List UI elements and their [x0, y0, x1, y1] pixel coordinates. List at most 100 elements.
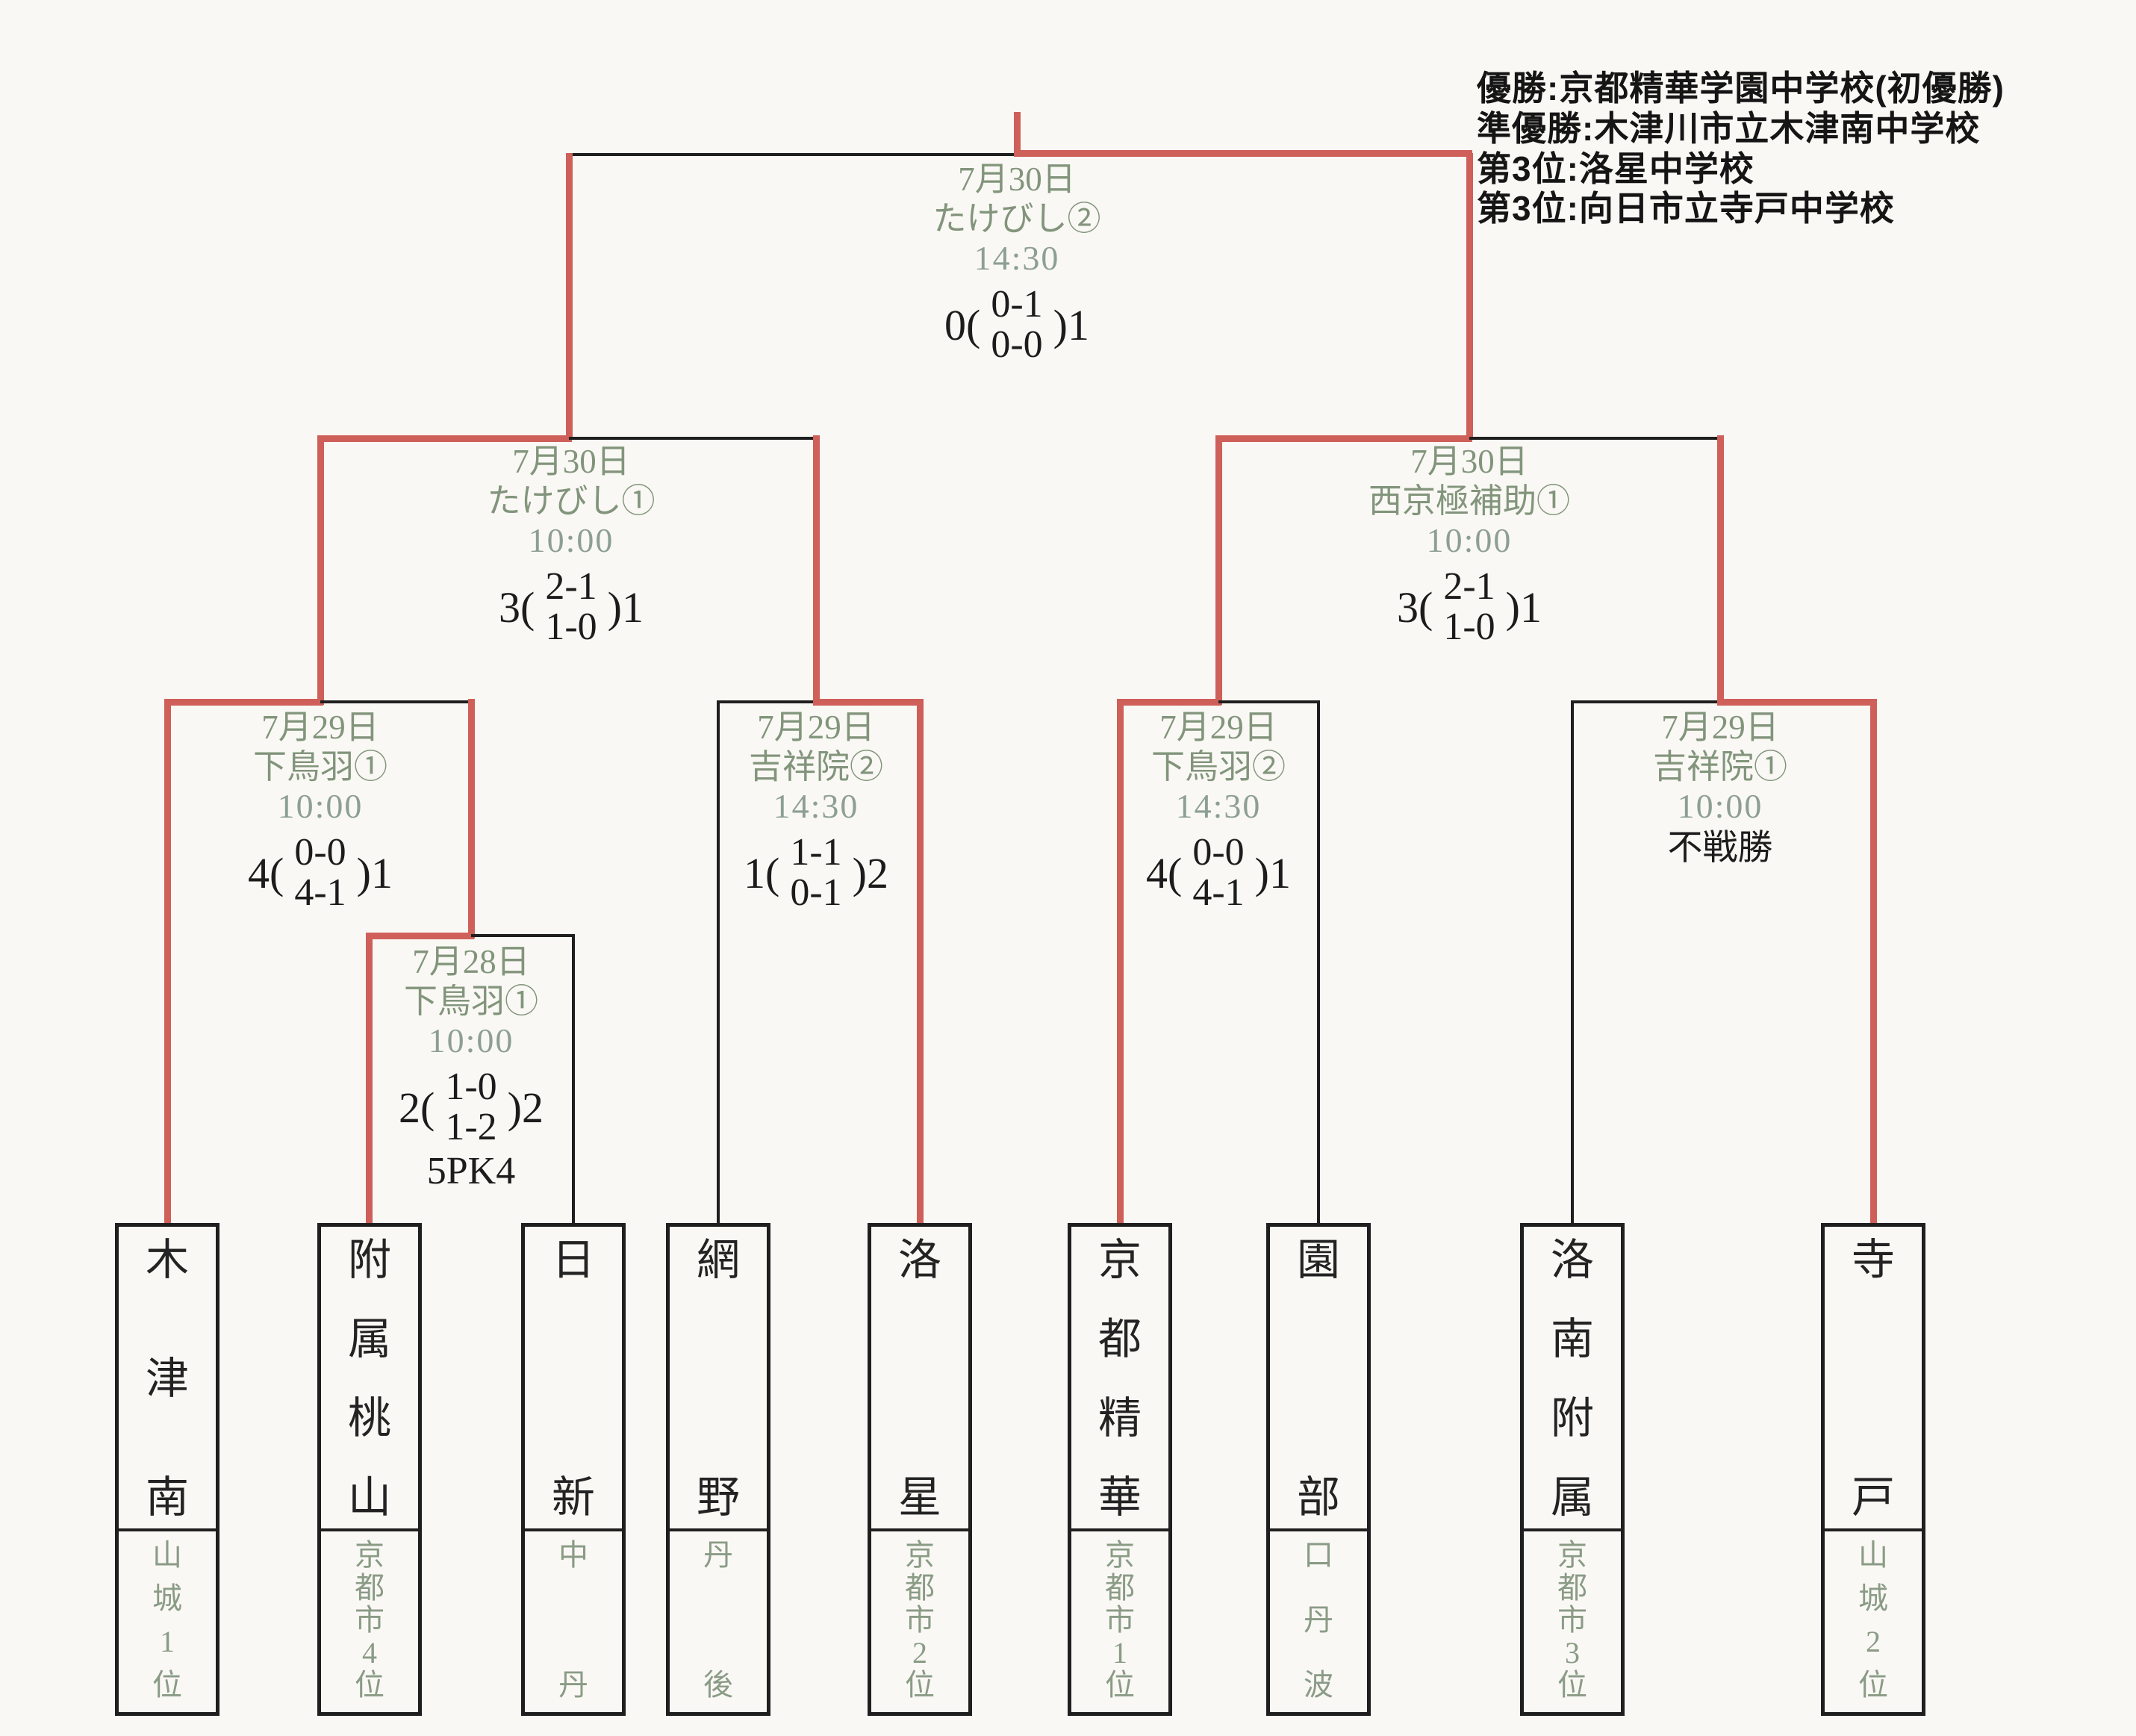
bracket-line	[569, 153, 1017, 156]
score-first-half: 0-1	[991, 283, 1043, 326]
bracket-line	[569, 437, 816, 440]
bracket-line	[1717, 699, 1876, 706]
match-penalty-score: 5PK4	[426, 1150, 516, 1193]
team-name: 園部	[1270, 1227, 1367, 1531]
team-seed: 丹後	[703, 1538, 733, 1702]
bracket-line	[164, 699, 171, 1226]
score-first-half: 0-0	[1192, 831, 1245, 874]
match-date: 7月30日	[512, 443, 630, 480]
score-right: )1	[1254, 848, 1291, 897]
team-seed: 口丹波	[1304, 1538, 1333, 1702]
bracket-line	[1317, 700, 1320, 1226]
match-date: 7月30日	[958, 161, 1076, 198]
bracket-line	[1014, 150, 1472, 157]
bracket-line	[320, 700, 474, 703]
match-venue: 下鳥羽①	[403, 983, 539, 1021]
match-venue: 吉祥院②	[748, 748, 884, 786]
bracket-line	[717, 700, 816, 703]
bracket-line	[572, 934, 575, 1226]
score-left: 3(	[1397, 582, 1433, 632]
match-date: 7月29日	[1661, 709, 1779, 746]
standings-third-place: 第3位:向日市立寺戸中学校	[1477, 189, 1895, 228]
match-time: 14:30	[773, 787, 859, 826]
score-first-half: 1-1	[790, 831, 842, 874]
match-time: 10:00	[1426, 521, 1513, 560]
match-date: 7月29日	[757, 709, 875, 746]
score-second-half: 1-0	[1443, 606, 1495, 649]
bracket-line	[1571, 700, 1574, 1226]
bracket-line	[1717, 435, 1724, 705]
bracket-line	[1117, 699, 1221, 706]
match-venue: 西京極補助①	[1368, 482, 1571, 520]
match-time: 10:00	[1677, 787, 1763, 826]
score-first-half: 0-0	[294, 831, 346, 874]
final-standings: 優勝:京都精華学園中学校(初優勝) 準優勝:木津川市立木津南中学校 第3位:洛星…	[1477, 69, 2005, 229]
match-time: 10:00	[528, 521, 614, 560]
score-left: 4(	[1146, 848, 1183, 897]
bracket-line	[471, 934, 575, 937]
bracket-line	[1571, 700, 1723, 703]
team-name: 京都精華	[1071, 1227, 1168, 1531]
team-box-nisshin: 日新 中丹	[521, 1223, 626, 1716]
match-time: 10:00	[428, 1021, 514, 1060]
team-box-amino: 網野 丹後	[666, 1223, 770, 1716]
bracket-line	[366, 933, 373, 1226]
team-name: 日新	[525, 1227, 622, 1531]
score-left: 2(	[399, 1083, 435, 1132]
match-date: 7月29日	[261, 709, 379, 746]
match-walkover: 不戦勝	[1667, 829, 1773, 868]
team-name: 洛星	[871, 1227, 968, 1531]
match-time: 14:30	[974, 239, 1060, 278]
score-right: )1	[607, 582, 644, 632]
bracket-line	[1870, 699, 1877, 1226]
bracket-line	[1117, 699, 1124, 1226]
score-right: )1	[1505, 582, 1542, 632]
team-name: 木津南	[119, 1227, 216, 1531]
score-second-half: 1-2	[445, 1106, 497, 1149]
score-left: 4(	[248, 848, 284, 897]
bracket-line	[317, 435, 572, 442]
standings-champion: 優勝:京都精華学園中学校(初優勝)	[1477, 69, 2005, 108]
team-box-sonobe: 園部 口丹波	[1266, 1223, 1371, 1716]
match-date: 7月30日	[1410, 443, 1528, 480]
bracket-line	[1215, 435, 1472, 442]
score-first-half: 2-1	[545, 565, 597, 609]
bracket-line	[468, 699, 475, 939]
team-name: 洛南附属	[1524, 1227, 1621, 1531]
score-second-half: 4-1	[1192, 871, 1245, 915]
bracket-line	[367, 933, 474, 939]
score-right: )2	[852, 848, 888, 897]
match-venue: たけびし②	[932, 200, 1101, 238]
standings-runner-up: 準優勝:木津川市立木津南中学校	[1477, 108, 1981, 148]
score-second-half: 0-1	[790, 871, 842, 915]
bracket-line	[1215, 435, 1222, 705]
match-quarterfinal-4: 7月29日 吉祥院① 10:00 不戦勝	[1653, 708, 1787, 868]
bracket-line	[917, 699, 924, 1226]
match-venue: たけびし①	[487, 482, 656, 520]
bracket-line	[566, 153, 573, 438]
bracket-line	[813, 699, 923, 706]
